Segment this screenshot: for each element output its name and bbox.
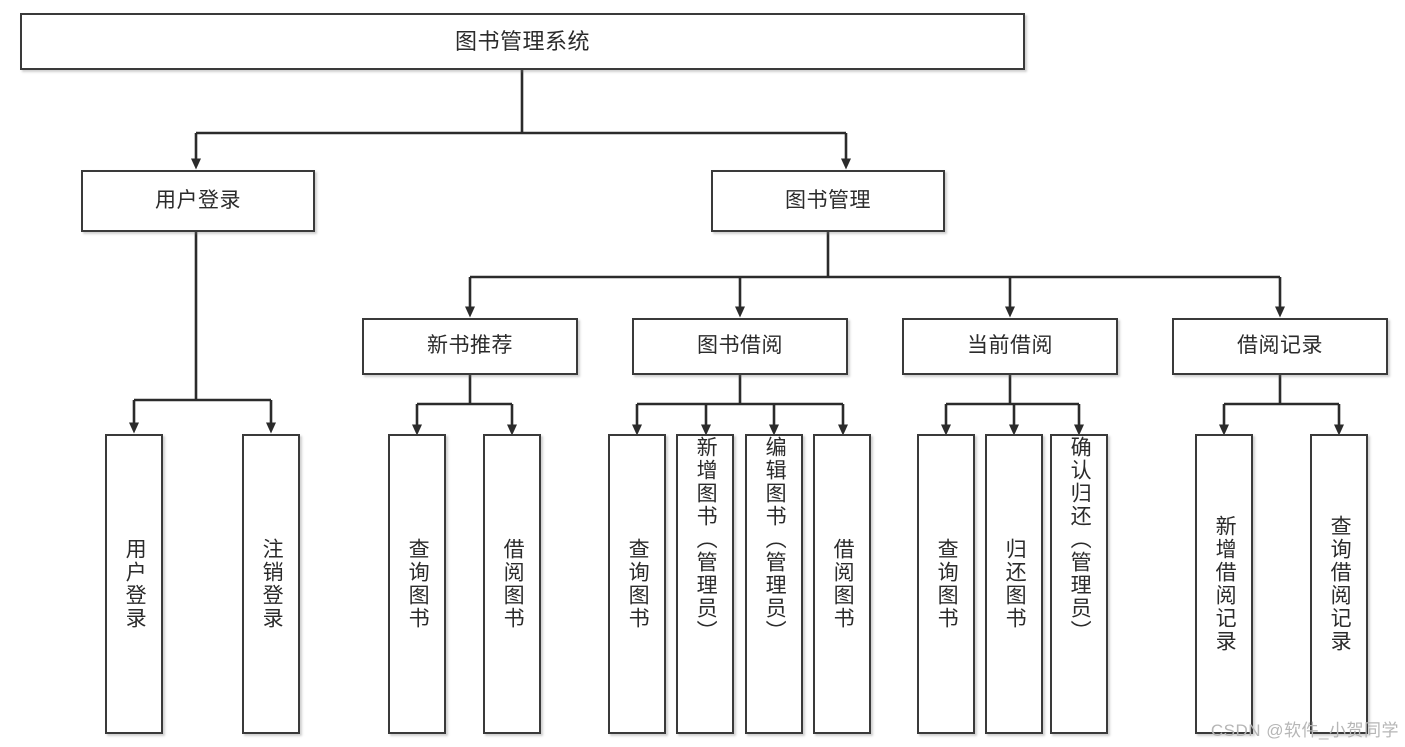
node-root[interactable]: 图书管理系统 bbox=[20, 13, 1025, 70]
node-label: 用户登录 bbox=[123, 538, 147, 630]
node-label: 编辑图书（管理员） bbox=[763, 436, 787, 643]
leaf-user-login[interactable]: 用户登录 bbox=[105, 434, 163, 734]
node-label: 查询借阅记录 bbox=[1328, 515, 1352, 653]
leaf-logout-login[interactable]: 注销登录 bbox=[242, 434, 300, 734]
leaf-add-borrow-record[interactable]: 新增借阅记录 bbox=[1195, 434, 1253, 734]
watermark: CSDN @软件_小贺同学 bbox=[1210, 721, 1399, 740]
leaf-query-book-recommend[interactable]: 查询图书 bbox=[388, 434, 446, 734]
node-label: 当前借阅 bbox=[967, 334, 1053, 358]
node-label: 查询图书 bbox=[626, 538, 650, 630]
node-book-manage[interactable]: 图书管理 bbox=[711, 170, 945, 232]
leaf-query-book-current[interactable]: 查询图书 bbox=[917, 434, 975, 734]
leaf-borrow-book-borrow[interactable]: 借阅图书 bbox=[813, 434, 871, 734]
leaf-borrow-book-recommend[interactable]: 借阅图书 bbox=[483, 434, 541, 734]
node-label: 新增借阅记录 bbox=[1213, 515, 1237, 653]
node-new-book-rec[interactable]: 新书推荐 bbox=[362, 318, 578, 375]
leaf-query-borrow-record[interactable]: 查询借阅记录 bbox=[1310, 434, 1368, 734]
node-label: 注销登录 bbox=[260, 538, 284, 630]
node-label: 图书管理 bbox=[785, 188, 871, 212]
node-label: 查询图书 bbox=[935, 538, 959, 630]
node-label: 借阅图书 bbox=[831, 538, 855, 630]
node-borrow-record[interactable]: 借阅记录 bbox=[1172, 318, 1388, 375]
node-label: 借阅记录 bbox=[1237, 334, 1323, 358]
node-label: 归还图书 bbox=[1003, 538, 1027, 630]
leaf-return-book[interactable]: 归还图书 bbox=[985, 434, 1043, 734]
node-label: 用户登录 bbox=[155, 188, 241, 212]
node-book-borrow[interactable]: 图书借阅 bbox=[632, 318, 848, 375]
leaf-confirm-return-admin[interactable]: 确认归还（管理员） bbox=[1050, 434, 1108, 734]
node-current-borrow[interactable]: 当前借阅 bbox=[902, 318, 1118, 375]
node-label: 图书借阅 bbox=[697, 334, 783, 358]
leaf-add-book-admin[interactable]: 新增图书（管理员） bbox=[676, 434, 734, 734]
node-label: 新增图书（管理员） bbox=[694, 436, 718, 643]
node-label: 新书推荐 bbox=[427, 334, 513, 358]
node-user-login[interactable]: 用户登录 bbox=[81, 170, 315, 232]
leaf-query-book-borrow[interactable]: 查询图书 bbox=[608, 434, 666, 734]
leaf-edit-book-admin[interactable]: 编辑图书（管理员） bbox=[745, 434, 803, 734]
node-label: 借阅图书 bbox=[501, 538, 525, 630]
node-label: 查询图书 bbox=[406, 538, 430, 630]
node-label: 确认归还（管理员） bbox=[1068, 436, 1092, 643]
node-label: 图书管理系统 bbox=[454, 28, 590, 54]
